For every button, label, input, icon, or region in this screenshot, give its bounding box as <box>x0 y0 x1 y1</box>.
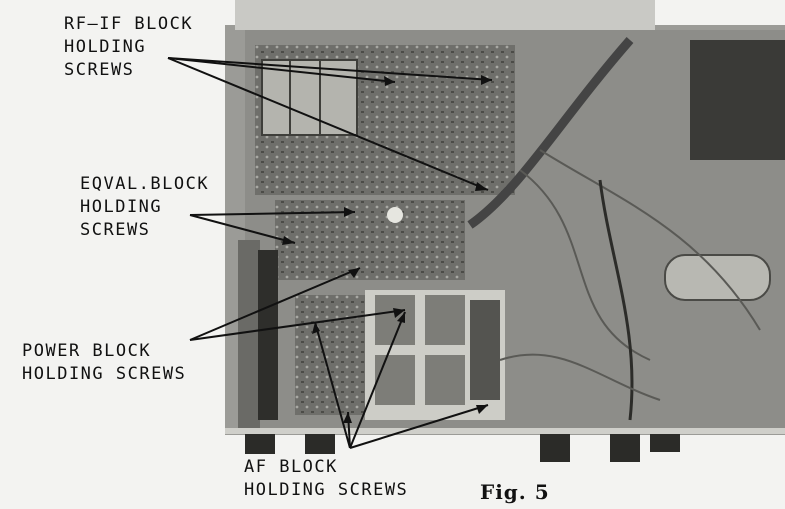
figure-caption: Fig. 5 <box>480 480 550 504</box>
callout-line: RF—IF BLOCK <box>64 14 194 34</box>
transformer <box>690 40 785 160</box>
power-callout: POWER BLOCK HOLDING SCREWS <box>22 340 186 386</box>
callout-line: HOLDING <box>80 197 163 217</box>
power-board <box>295 295 365 415</box>
arrow-heads <box>282 75 492 423</box>
wiring-bundle <box>467 37 634 229</box>
side-rail <box>238 240 260 430</box>
callout-line: SCREWS <box>64 60 135 80</box>
callout-line: SCREWS <box>80 220 151 240</box>
capacitor <box>664 254 771 301</box>
callout-line: EQVAL.BLOCK <box>80 174 210 194</box>
callout-line: HOLDING SCREWS <box>22 364 187 384</box>
callout-line: AF BLOCK <box>244 457 338 477</box>
callout-line: HOLDING SCREWS <box>244 480 409 500</box>
rf-if-callout: RF—IF BLOCK HOLDING SCREWS <box>64 13 193 82</box>
callout-line: HOLDING <box>64 37 147 57</box>
callout-arrows <box>167 57 493 449</box>
front-jacks <box>245 432 680 462</box>
chassis-top-panel <box>235 0 655 30</box>
callout-line: POWER BLOCK <box>22 341 152 361</box>
af-callout: AF BLOCK HOLDING SCREWS <box>244 456 408 502</box>
tuning-capacitor <box>261 59 358 136</box>
eqval-callout: EQVAL.BLOCK HOLDING SCREWS <box>80 173 209 242</box>
